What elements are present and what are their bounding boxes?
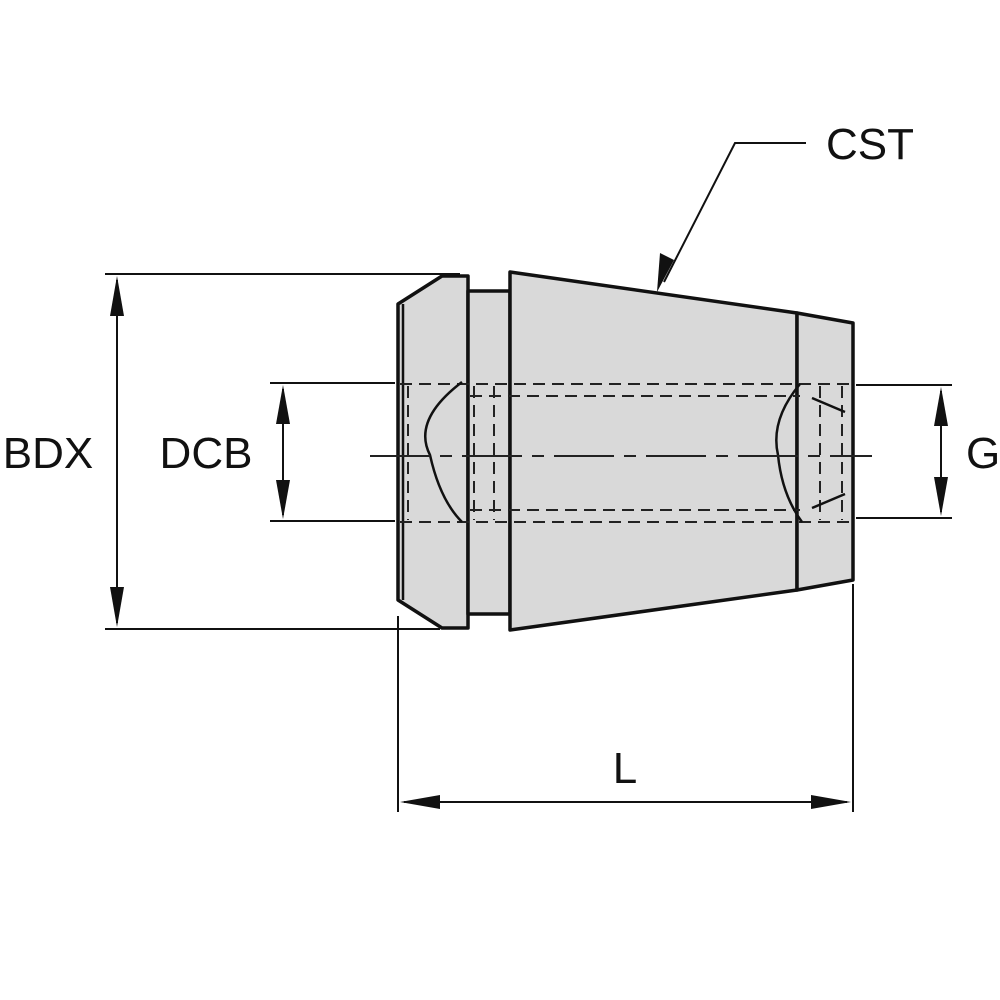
collet-body [396,270,855,632]
bdx-dimension: BDX [3,273,460,630]
dcb-dimension: DCB [160,382,395,522]
front-nose [795,311,855,592]
tapered-cone [508,270,799,632]
l-dimension: L [397,584,854,812]
cst-leader-arrow [657,253,674,292]
bdx-arrow-top [110,276,124,316]
l-arrow-left [400,795,440,809]
g-dimension: G [856,384,1000,519]
l-arrow-right [811,795,851,809]
l-label: L [613,744,637,793]
dcb-arrow-bottom [276,480,290,519]
cst-leader: CST [657,120,914,292]
g-arrow-top [934,387,948,426]
bdx-label: BDX [3,429,93,478]
g-arrow-bottom [934,477,948,516]
g-label: G [966,429,1000,478]
rear-flange [396,274,470,630]
bdx-arrow-bottom [110,587,124,627]
dcb-arrow-top [276,385,290,424]
rear-chamfer-curve [424,381,463,523]
dcb-label: DCB [160,429,253,478]
front-taper-lines [811,396,846,510]
cst-label: CST [826,120,914,169]
cst-leader-line [663,142,806,283]
